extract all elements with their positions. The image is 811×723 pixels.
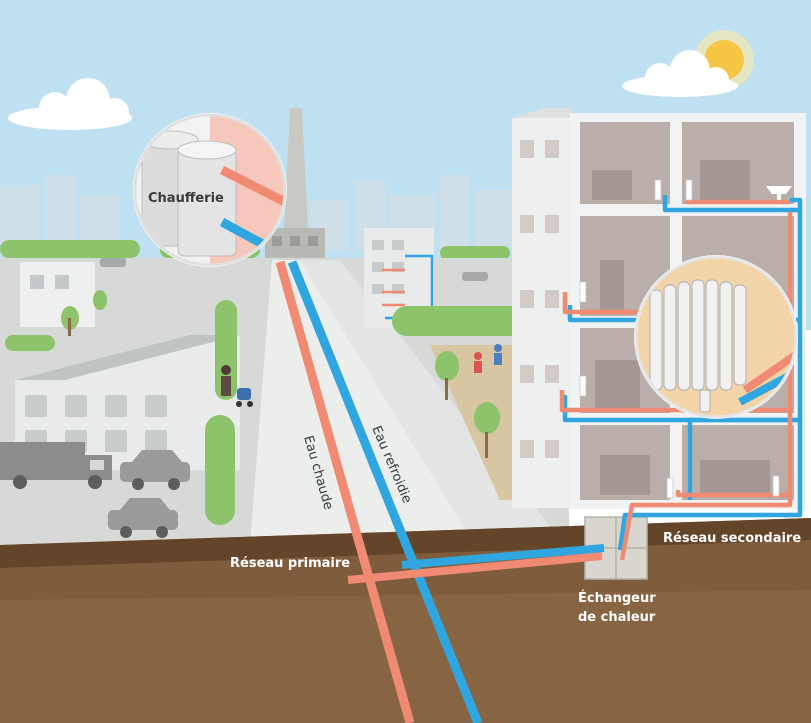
chimney	[265, 108, 325, 258]
boiler-room-inset: Chaufferie	[133, 113, 287, 267]
road	[250, 260, 475, 545]
secondary-network-pipes	[559, 185, 803, 561]
boiler-room-label: Chaufferie	[148, 191, 224, 206]
car-2	[108, 498, 178, 538]
cloud-left	[8, 78, 132, 130]
heat-exchanger-label-line2: de chaleur	[578, 610, 656, 625]
truck	[0, 442, 112, 489]
room-radiators	[579, 179, 780, 499]
cloud-right	[622, 50, 738, 97]
primary-hot-branch	[347, 552, 603, 584]
heat-exchanger-label-line1: Échangeur	[578, 590, 656, 606]
primary-cold-branch	[401, 544, 605, 569]
middle-building	[364, 228, 434, 328]
primary-network-pipes	[275, 260, 605, 723]
primary-cold-pipe	[287, 260, 483, 723]
car-1	[120, 450, 190, 490]
soil-lower	[0, 590, 811, 723]
secondary-network-label: Réseau secondaire	[663, 531, 801, 546]
radiator-icon	[649, 279, 747, 413]
city-skyline	[0, 175, 515, 250]
left-trees	[5, 290, 237, 525]
heat-exchanger-icon	[584, 516, 648, 580]
boiler-tanks-icon	[141, 130, 237, 257]
radiator-inset	[634, 255, 798, 419]
primary-hot-pipe	[275, 260, 415, 723]
sink-icon	[766, 186, 792, 206]
pedestrian	[221, 365, 253, 407]
primary-network-label: Réseau primaire	[230, 556, 350, 571]
football-players	[474, 344, 502, 373]
